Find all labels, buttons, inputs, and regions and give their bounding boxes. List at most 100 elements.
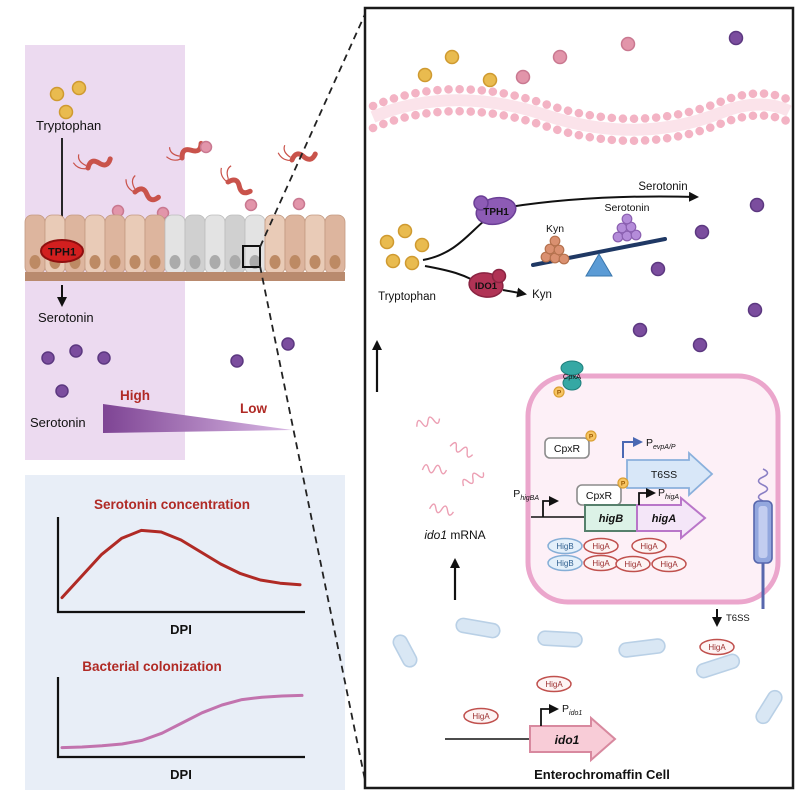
higa-protein-badge: HigA bbox=[699, 638, 735, 656]
high-label: High bbox=[120, 388, 150, 403]
bacterium bbox=[125, 175, 161, 203]
higa-protein-badge: HigA bbox=[615, 555, 651, 573]
membrane-capsule bbox=[455, 617, 501, 639]
svg-text:P: P bbox=[589, 433, 594, 440]
evpa-promoter-arrow bbox=[622, 437, 643, 458]
tph1-to-serotonin-arrow bbox=[502, 191, 699, 209]
membrane-capsule bbox=[755, 689, 783, 725]
svg-text:P: P bbox=[557, 389, 562, 396]
kyn-serotonin-seesaw: Kyn Serotonin bbox=[531, 202, 667, 277]
higa-promoter-arrow bbox=[638, 488, 656, 505]
seesaw-kyn-label: Kyn bbox=[546, 223, 564, 235]
tryptophan-label: Tryptophan bbox=[36, 118, 101, 133]
seesaw-serotonin-label: Serotonin bbox=[605, 202, 650, 214]
mrna-squiggle bbox=[421, 464, 448, 475]
extracellular-molecules bbox=[417, 30, 744, 88]
zoom-dashed-line-bottom bbox=[259, 265, 367, 786]
tryptophan-zoom-label: Tryptophan bbox=[378, 291, 436, 303]
t6ss-gene-label: T6SS bbox=[651, 469, 677, 481]
lipid-bilayer-membrane bbox=[368, 85, 794, 145]
membrane-capsule bbox=[537, 630, 583, 648]
cell-nuclei-gray bbox=[169, 255, 261, 269]
tryptophan-cluster bbox=[379, 223, 430, 271]
phosphate-badge: P bbox=[553, 386, 565, 398]
charts-panel: Serotonin concentration DPI Bacterial co… bbox=[25, 475, 345, 790]
higa-protein-badge: HigA bbox=[463, 707, 499, 725]
cpxr-label-1: CpxR bbox=[554, 443, 581, 455]
t6ss-secretion-label: T6SS bbox=[726, 613, 750, 624]
higa-protein-badge: HigA bbox=[583, 537, 619, 555]
charts-background bbox=[25, 475, 345, 790]
zoom-panel: Serotonin Kyn TPH1 IDO1 Tryptophan Kyn S… bbox=[368, 30, 794, 782]
zoom-connectors bbox=[242, 11, 367, 786]
phosphate-badge: P bbox=[585, 430, 597, 442]
colonization-chart-axes bbox=[56, 677, 305, 759]
mrna-squiggle bbox=[462, 472, 485, 487]
kyn-cluster bbox=[540, 235, 570, 265]
t6ss-gene-arrow bbox=[626, 450, 714, 498]
svg-text:HigA: HigA bbox=[472, 712, 490, 721]
serotonin-chart-axes bbox=[56, 517, 305, 614]
serotonin-cluster bbox=[612, 213, 642, 243]
ido1-to-kyn-arrow bbox=[502, 287, 527, 298]
left-overview-panel: Tryptophan TPH1 Serotonin Serot bbox=[24, 45, 346, 460]
tph1-label: TPH1 bbox=[48, 247, 76, 259]
svg-text:HigA: HigA bbox=[640, 542, 658, 551]
serotonin-top-label: Serotonin bbox=[638, 181, 687, 193]
ido1-gene-arrow bbox=[529, 715, 617, 763]
svg-text:P: P bbox=[621, 480, 626, 487]
ido1-gene-label: ido1 bbox=[555, 733, 580, 747]
membrane-capsule bbox=[695, 653, 741, 679]
ido1-blob-label: IDO1 bbox=[475, 281, 498, 292]
colonization-chart-xlabel: DPI bbox=[170, 767, 192, 782]
zoom-source-frame bbox=[242, 245, 261, 268]
kyn-product-label: Kyn bbox=[532, 289, 552, 301]
zoom-dashed-line-top bbox=[259, 11, 367, 248]
basement-membrane bbox=[25, 272, 345, 281]
mrna-squiggle bbox=[428, 503, 455, 516]
svg-text:HigA: HigA bbox=[660, 560, 678, 569]
serotonin-chart-xlabel: DPI bbox=[170, 622, 192, 637]
tph1-enzyme-blob: TPH1 bbox=[473, 195, 517, 226]
cpxa-label: CpxA bbox=[563, 372, 581, 381]
higb-gene-label: higB bbox=[599, 513, 623, 525]
phosphate-badge: P bbox=[617, 477, 629, 489]
membrane-capsule bbox=[618, 638, 666, 658]
ido1-gene-locus: HigA ido1 Pido1 bbox=[445, 703, 617, 763]
low-label: Low bbox=[240, 401, 267, 416]
bacterium bbox=[277, 144, 318, 163]
high-to-low-gradient-wedge bbox=[103, 404, 292, 433]
cpxa-sensor: CpxA P bbox=[553, 360, 584, 398]
ido1-mrna-group: ido1 mRNA bbox=[416, 416, 486, 600]
p-higba-label: PhigBA bbox=[513, 488, 539, 502]
tph1-blob-label: TPH1 bbox=[483, 207, 509, 218]
higa-protein-badge: HigA bbox=[536, 675, 572, 693]
serotonin-molecules bbox=[41, 337, 295, 398]
cpxr-label-2: CpxR bbox=[586, 490, 613, 502]
higb-protein-badge: HigB bbox=[547, 554, 583, 572]
mrna-squiggle bbox=[416, 416, 441, 428]
epithelium bbox=[24, 214, 346, 281]
ido1-promoter-arrow bbox=[540, 704, 559, 726]
svg-text:HigA: HigA bbox=[592, 559, 610, 568]
ido1-enzyme-blob: IDO1 bbox=[468, 268, 507, 298]
t6ss-inner-tube bbox=[758, 506, 768, 558]
bacterium bbox=[220, 165, 253, 196]
bacterium bbox=[72, 154, 113, 171]
ido1-mrna-label: ido1 mRNA bbox=[424, 528, 485, 542]
higa-protein-badge: HigA bbox=[651, 555, 687, 573]
bacteria-group bbox=[72, 140, 318, 203]
svg-text:HigA: HigA bbox=[592, 542, 610, 551]
higa-protein-badge: HigA bbox=[631, 537, 667, 555]
svg-text:HigB: HigB bbox=[556, 559, 573, 568]
enterochromaffin-membrane bbox=[392, 617, 783, 725]
p-ido1-label: Pido1 bbox=[562, 703, 582, 717]
svg-text:HigA: HigA bbox=[545, 680, 563, 689]
free-serotonin-dots bbox=[632, 197, 765, 353]
pink-molecules bbox=[111, 140, 306, 220]
tryptophan-molecules bbox=[49, 80, 87, 120]
cpxr-t6ss-operon: CpxR P PevpA/P T6SS bbox=[544, 430, 714, 498]
serotonin-chart-title: Serotonin concentration bbox=[94, 497, 250, 512]
